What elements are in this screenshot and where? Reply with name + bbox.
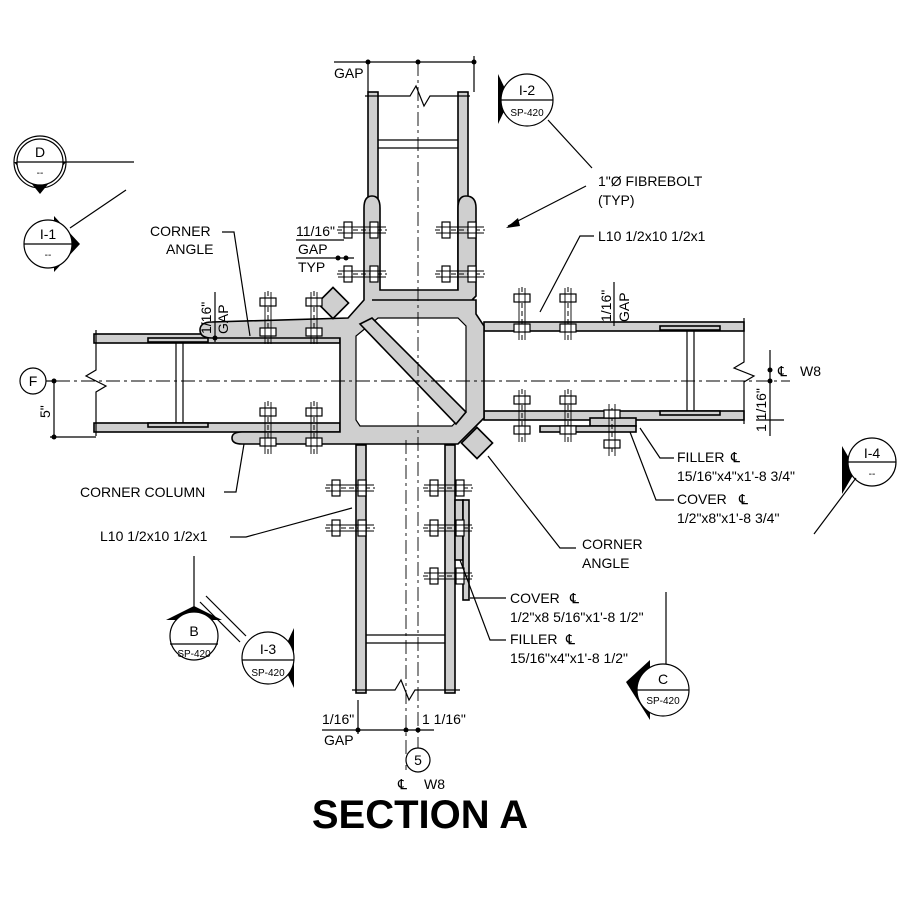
bolt bbox=[603, 404, 621, 456]
svg-text:--: -- bbox=[869, 469, 876, 480]
cl-symbol-bottom: ℄ bbox=[397, 776, 407, 792]
label-corner-angle-bottom-2: ANGLE bbox=[582, 555, 629, 571]
svg-text:D: D bbox=[35, 144, 45, 160]
svg-text:SP-420: SP-420 bbox=[251, 668, 285, 679]
label-cover-bottom-size: 1/2"x8 5/16"x1'-8 1/2" bbox=[510, 609, 644, 625]
bolt bbox=[435, 265, 485, 283]
w8-right: W8 bbox=[800, 363, 821, 379]
bolt bbox=[559, 287, 577, 341]
bottom-cover-plate bbox=[462, 499, 470, 601]
label-cover-bottom-plate: ℄ bbox=[569, 590, 579, 606]
label-fibrebolt-typ: (TYP) bbox=[598, 192, 635, 208]
dim-left-1-16: 1/16" bbox=[198, 302, 214, 334]
bolt bbox=[513, 389, 531, 443]
svg-text:B: B bbox=[189, 623, 198, 639]
bottom-break-line bbox=[352, 678, 460, 702]
typ-label: TYP bbox=[298, 259, 325, 275]
bolt bbox=[337, 221, 387, 239]
bolt bbox=[325, 479, 375, 497]
grid-label-f: F bbox=[29, 373, 38, 389]
left-break-line bbox=[84, 330, 108, 436]
bottom-beam-right-flange bbox=[444, 444, 456, 694]
label-angle-top: L10 1/2x10 1/2x1 bbox=[598, 228, 706, 244]
bolt bbox=[423, 519, 473, 537]
dim-5-in: 5" bbox=[37, 405, 53, 418]
svg-text:I-1: I-1 bbox=[40, 226, 57, 242]
left-beam-bottom-flange bbox=[93, 422, 341, 433]
svg-text:SP-420: SP-420 bbox=[510, 108, 544, 119]
top-break-line bbox=[365, 84, 470, 108]
bolt bbox=[337, 265, 387, 283]
label-filler-right-size: 15/16"x4"x1'-8 3/4" bbox=[677, 468, 795, 484]
bolt-group bbox=[259, 221, 621, 585]
label-cover-right-plate: ℄ bbox=[738, 491, 748, 507]
gap-label-bottom: GAP bbox=[324, 732, 354, 748]
grid-label-5: 5 bbox=[414, 752, 422, 768]
label-corner-column: CORNER COLUMN bbox=[80, 484, 205, 500]
callout-i-2: I-2 SP-420 bbox=[498, 73, 593, 169]
callout-i-1: I-1 -- bbox=[23, 189, 127, 272]
dim-bottom-1-16: 1/16" bbox=[322, 711, 354, 727]
label-corner-angle-bottom-1: CORNER bbox=[582, 536, 643, 552]
bolt bbox=[423, 479, 473, 497]
bolt bbox=[513, 287, 531, 341]
w8-bottom: W8 bbox=[424, 776, 445, 792]
svg-text:C: C bbox=[658, 671, 668, 687]
label-filler-right-plate: ℄ bbox=[730, 449, 740, 465]
label-filler-bottom: FILLER bbox=[510, 631, 557, 647]
gap-label-top: GAP bbox=[334, 65, 364, 81]
dim-11-16: 11/16" bbox=[296, 223, 335, 239]
label-filler-bottom-size: 15/16"x4"x1'-8 1/2" bbox=[510, 650, 628, 666]
dim-right-1-16: 1/16" bbox=[598, 290, 614, 322]
label-angle-left: L10 1/2x10 1/2x1 bbox=[100, 528, 208, 544]
callout-i-3: I-3 SP-420 bbox=[199, 595, 295, 688]
bolt bbox=[325, 519, 375, 537]
section-title: SECTION A bbox=[312, 793, 528, 837]
svg-text:SP-420: SP-420 bbox=[646, 696, 680, 707]
label-filler-bottom-plate: ℄ bbox=[565, 631, 575, 647]
right-break-line bbox=[732, 318, 756, 424]
callout-c: C SP-420 bbox=[626, 592, 690, 720]
label-cover-right-size: 1/2"x8"x1'-8 3/4" bbox=[677, 510, 779, 526]
label-fibrebolt: 1"Ø FIBREBOLT bbox=[598, 173, 703, 189]
gap-label-left: GAP bbox=[215, 304, 231, 334]
bottom-beam-left-flange bbox=[355, 444, 367, 694]
callout-d: D -- bbox=[13, 135, 134, 194]
callout-i-4: I-4 -- bbox=[813, 437, 897, 535]
diagonal-gusset bbox=[358, 317, 468, 426]
corner-angle-top-left bbox=[316, 286, 350, 320]
gap-label-right: GAP bbox=[616, 292, 632, 322]
label-corner-angle-top-1: CORNER bbox=[150, 223, 211, 239]
bolt bbox=[259, 291, 277, 345]
dim-bottom-1-1-16: 1 1/16" bbox=[422, 711, 466, 727]
bolt bbox=[305, 291, 323, 345]
label-corner-angle-top-2: ANGLE bbox=[166, 241, 213, 257]
bolt bbox=[305, 401, 323, 455]
bolt bbox=[423, 567, 473, 585]
bolt bbox=[435, 221, 485, 239]
right-cover-plate bbox=[539, 425, 637, 433]
svg-text:I-4: I-4 bbox=[864, 445, 881, 461]
dim-1-1-16-right: 1 1/16" bbox=[753, 388, 769, 432]
gap-label-typ: GAP bbox=[298, 241, 328, 257]
label-cover-bottom: COVER bbox=[510, 590, 560, 606]
right-filler-plate bbox=[589, 417, 637, 427]
grid-bubble-5 bbox=[405, 747, 431, 773]
svg-text:--: -- bbox=[45, 250, 52, 261]
label-cover-right: COVER bbox=[677, 491, 727, 507]
cl-symbol-right: ℄ bbox=[777, 363, 787, 379]
bolt bbox=[559, 389, 577, 443]
bolt bbox=[259, 401, 277, 455]
svg-text:I-3: I-3 bbox=[260, 641, 277, 657]
corner-angle-bottom-right bbox=[460, 426, 494, 460]
svg-text:SP-420: SP-420 bbox=[177, 649, 211, 660]
callout-b: B SP-420 bbox=[166, 556, 222, 661]
svg-text:--: -- bbox=[37, 168, 44, 179]
label-filler-right: FILLER bbox=[677, 449, 724, 465]
svg-text:I-2: I-2 bbox=[519, 82, 536, 98]
